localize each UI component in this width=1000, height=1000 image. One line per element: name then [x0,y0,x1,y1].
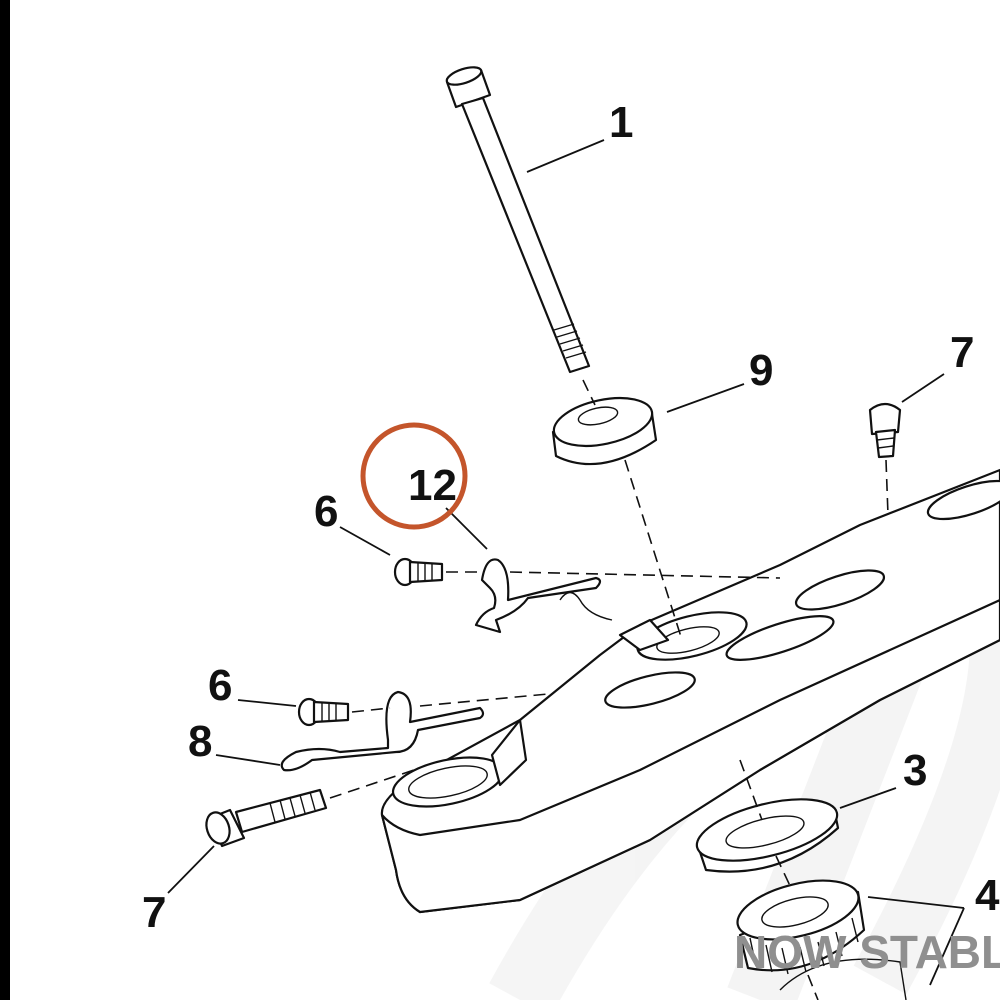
callout-label: 9 [749,346,773,395]
callout-label: 12 [408,461,457,510]
callout-label: 4 [975,871,1000,920]
long-bolt-part [445,66,591,374]
callout-label: 7 [142,888,166,937]
highlight-circle [360,422,468,530]
small-bolt-top-part [868,402,902,459]
assembly-center-lines [329,379,889,1000]
wire-clip-upper-part [474,558,613,634]
watermark-text: NOW STABLE [734,926,1000,978]
callout-label: 1 [609,98,633,147]
callout-leaders [167,139,965,986]
triple-clamp-bracket [380,468,1000,914]
bearing-cup-part [695,798,840,873]
bushing-part [551,397,658,466]
callout-label: 8 [188,717,212,766]
callout-label: 3 [903,746,927,795]
callout-label: 7 [950,328,974,377]
left-edge-bar [0,0,10,1000]
screw-lower-part [297,697,350,727]
screw-upper-part [393,557,444,587]
callout-label: 6 [314,487,338,536]
wire-clip-lower-part [280,690,485,772]
bolt-lower-part [205,788,328,848]
roller-bearing-part [736,879,907,1000]
callout-label: 6 [208,661,232,710]
